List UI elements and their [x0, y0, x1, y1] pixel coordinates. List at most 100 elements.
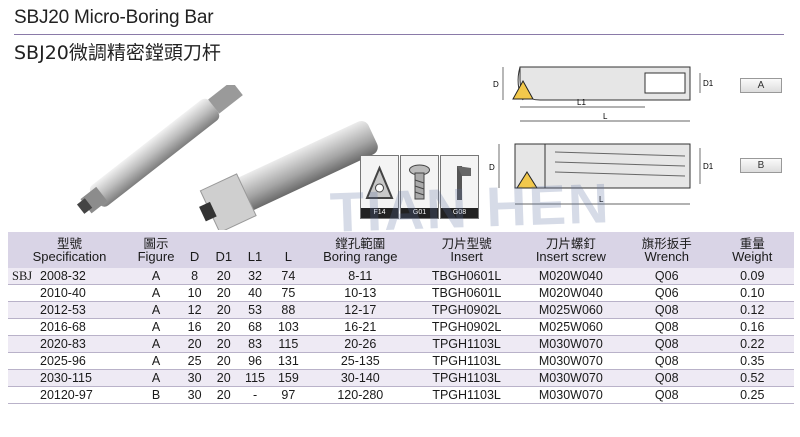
table-cell: 96	[239, 352, 271, 370]
spec-code: 20120-97	[40, 388, 93, 402]
table-cell: 30	[181, 369, 209, 387]
table-cell: 16-21	[306, 318, 415, 336]
table-cell: TBGH0601L	[414, 284, 519, 302]
accessory-icons: F14 G01 G08	[360, 155, 480, 219]
table-cell: 74	[270, 268, 307, 285]
small-boring-bar	[76, 85, 243, 214]
insert-icon-box: F14	[360, 155, 399, 219]
spec-cell: 20120-97	[8, 386, 131, 404]
table-cell: 120-280	[306, 386, 415, 404]
table-cell: TPGH1103L	[414, 352, 519, 370]
table-cell: M030W070	[518, 335, 623, 353]
spec-cell: 2016-68	[8, 318, 131, 336]
wrench-icon	[457, 166, 471, 200]
table-cell: TPGH0902L	[414, 301, 519, 319]
table-cell: M030W070	[518, 386, 623, 404]
table-cell: TBGH0601L	[414, 268, 519, 285]
table-cell: 8-11	[306, 268, 415, 285]
table-cell: 30	[181, 386, 209, 404]
spec-cell: 2010-40	[8, 284, 131, 302]
table-cell: A	[131, 284, 182, 302]
table-cell: Q08	[622, 335, 711, 353]
table-cell: M025W060	[518, 318, 623, 336]
spec-code: 2012-53	[40, 303, 86, 317]
figure-b-tag: B	[740, 158, 782, 173]
table-cell: TPGH1103L	[414, 335, 519, 353]
col-d1: D1	[208, 232, 240, 268]
table-cell: 10	[181, 284, 209, 302]
table-cell: 103	[270, 318, 307, 336]
table-cell: Q06	[622, 268, 711, 285]
table-cell: 159	[270, 369, 307, 387]
table-cell: A	[131, 301, 182, 319]
col-l1: L1	[239, 232, 271, 268]
table-cell: 83	[239, 335, 271, 353]
spec-code: 2030-115	[40, 371, 92, 385]
figure-a-tag: A	[740, 78, 782, 93]
table-cell: 20	[181, 335, 209, 353]
triangle-insert-icon	[365, 165, 394, 199]
dim-l: L	[603, 112, 608, 121]
table-cell: 115	[239, 369, 271, 387]
page-title: SBJ20 Micro-Boring Bar	[14, 7, 214, 28]
table-cell: 0.12	[710, 301, 794, 319]
table-cell: 32	[239, 268, 271, 285]
table-cell: 20	[208, 301, 240, 319]
table-cell: 16	[181, 318, 209, 336]
table-cell: 0.22	[710, 335, 794, 353]
boring-bar-photo	[76, 85, 378, 230]
col-d: D	[181, 232, 209, 268]
table-cell: 0.25	[710, 386, 794, 404]
dim-d1-b: D1	[703, 162, 714, 171]
dim-l1: L1	[577, 98, 586, 107]
table-cell: 75	[270, 284, 307, 302]
spec-cell: 2030-115	[8, 369, 131, 387]
table-cell: A	[131, 369, 182, 387]
table-cell: A	[131, 352, 182, 370]
table-cell: TPGH0902L	[414, 318, 519, 336]
table-cell: 20	[208, 352, 240, 370]
table-cell: Q08	[622, 318, 711, 336]
table-cell: 115	[270, 335, 307, 353]
table-cell: Q08	[622, 386, 711, 404]
table-cell: 0.35	[710, 352, 794, 370]
large-boring-bar	[199, 121, 378, 230]
title-divider	[14, 34, 784, 35]
table-cell: B	[131, 386, 182, 404]
table-cell: Q08	[622, 369, 711, 387]
table-cell: 131	[270, 352, 307, 370]
table-cell: M020W040	[518, 284, 623, 302]
table-cell: A	[131, 318, 182, 336]
table-cell: 12	[181, 301, 209, 319]
spec-code: 2020-83	[40, 337, 86, 351]
spec-cell: 2025-96	[8, 352, 131, 370]
table-cell: 0.16	[710, 318, 794, 336]
table-cell: M030W070	[518, 369, 623, 387]
screw-icon	[409, 164, 430, 200]
spec-code: 2016-68	[40, 320, 86, 334]
table-cell: 20-26	[306, 335, 415, 353]
diagram-figure-a: D D1 L1 L	[493, 66, 714, 122]
diagram-figure-b: D D1 L	[489, 143, 714, 205]
table-cell: TPGH1103L	[414, 386, 519, 404]
table-cell: 25-135	[306, 352, 415, 370]
table-cell: -	[239, 386, 271, 404]
table-cell: 88	[270, 301, 307, 319]
spec-code: 2008-32	[40, 269, 86, 283]
table-cell: 20	[208, 268, 240, 285]
table-cell: 12-17	[306, 301, 415, 319]
table-cell: Q08	[622, 301, 711, 319]
table-cell: 25	[181, 352, 209, 370]
table-cell: 40	[239, 284, 271, 302]
